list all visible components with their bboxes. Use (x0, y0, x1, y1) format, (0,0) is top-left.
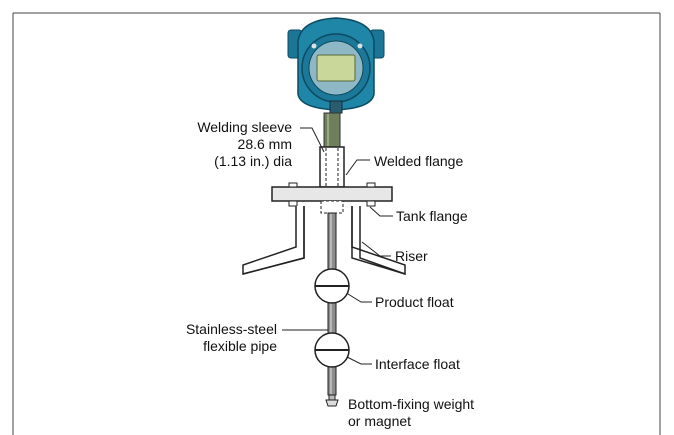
label-stainless-2: flexible pipe (203, 338, 277, 354)
leader-lines (282, 127, 393, 365)
label-riser: Riser (395, 248, 428, 264)
interface-float (314, 332, 350, 368)
bottom-weight (325, 394, 339, 407)
label-interface-float: Interface float (375, 356, 460, 372)
label-weight-2: or magnet (348, 413, 411, 429)
label-tank-flange: Tank flange (396, 208, 468, 224)
label-welding-sleeve-1: Welding sleeve (197, 119, 292, 135)
label-welding-sleeve-3: (1.13 in.) dia (214, 153, 292, 169)
label-weight-1: Bottom-fixing weight (348, 396, 474, 412)
riser (242, 206, 406, 276)
welding-sleeve (319, 146, 345, 188)
label-welding-sleeve-2: 28.6 mm (238, 136, 292, 152)
label-product-float: Product float (375, 294, 454, 310)
display-window (316, 54, 356, 82)
label-welded-flange: Welded flange (374, 153, 463, 169)
label-stainless-1: Stainless-steel (186, 321, 277, 337)
frame-border (12, 12, 661, 435)
product-float (314, 268, 350, 304)
transmitter-housing (287, 17, 385, 114)
stem (323, 112, 341, 148)
tank-flange (288, 200, 376, 214)
